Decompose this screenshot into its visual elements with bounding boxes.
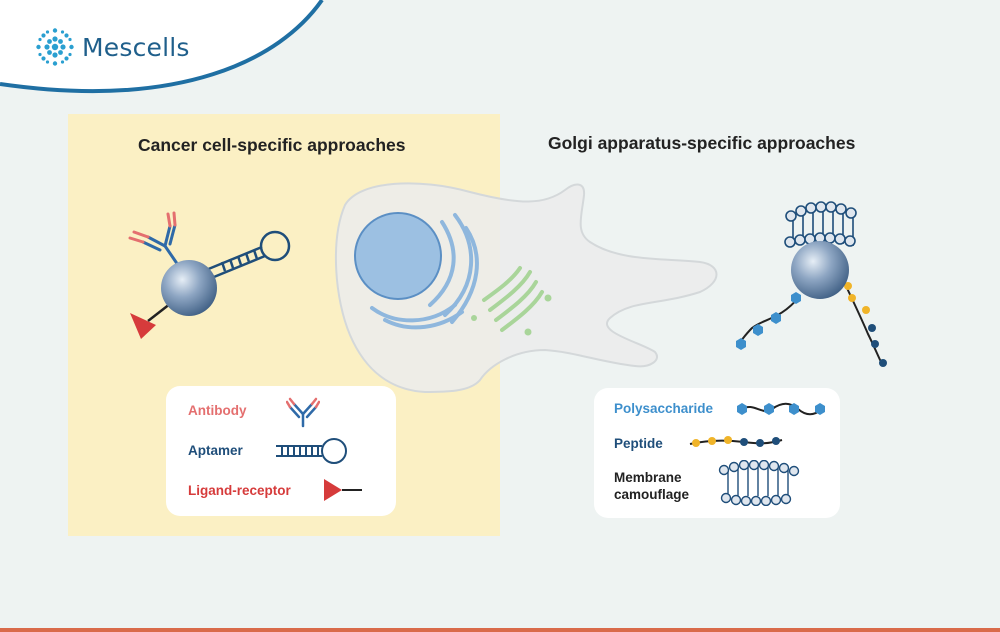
peptide-label: Peptide xyxy=(614,436,663,451)
brand-name: Mescells xyxy=(82,32,190,62)
bottom-accent-line xyxy=(0,628,1000,632)
aptamer-label: Aptamer xyxy=(188,443,243,458)
antibody xyxy=(128,211,180,267)
nanoparticle-sphere xyxy=(161,260,217,316)
polysaccharide-chain xyxy=(739,295,801,343)
ligand-receptor-icon xyxy=(324,479,362,501)
peptide-icon xyxy=(689,436,783,447)
aptamer-icon xyxy=(276,438,347,464)
membrane-camouflage-label: Membrane xyxy=(614,470,682,485)
right-legend-card: Polysaccharide Peptide Membrane camoufla… xyxy=(594,388,840,518)
polysaccharide-icon xyxy=(737,402,825,416)
golgi-apparatus xyxy=(471,266,552,336)
polysaccharide-units xyxy=(736,292,801,350)
antibody-icon xyxy=(286,397,320,428)
peptide-units xyxy=(844,282,887,367)
mescells-logo-icon xyxy=(36,28,74,66)
membrane-cap xyxy=(784,201,857,248)
ligand-receptor-label: Ligand-receptor xyxy=(188,483,291,498)
membrane-camouflage-label-line2: camouflage xyxy=(614,487,690,502)
right-section-title: Golgi apparatus-specific approaches xyxy=(548,133,856,153)
polysaccharide-label: Polysaccharide xyxy=(614,401,714,416)
antibody-label: Antibody xyxy=(188,403,247,418)
ligand-triangle xyxy=(130,313,156,339)
left-section-title: Cancer cell-specific approaches xyxy=(138,135,406,155)
membrane-camouflage-icon xyxy=(718,460,800,506)
endoplasmic-reticulum xyxy=(370,213,479,330)
nucleus xyxy=(354,212,442,300)
nanoparticle-sphere xyxy=(791,241,849,299)
brand-logo: Mescells xyxy=(34,26,190,68)
aptamer-strand xyxy=(205,230,291,281)
left-legend-card: Antibody Aptamer Ligand-receptor xyxy=(166,386,396,516)
